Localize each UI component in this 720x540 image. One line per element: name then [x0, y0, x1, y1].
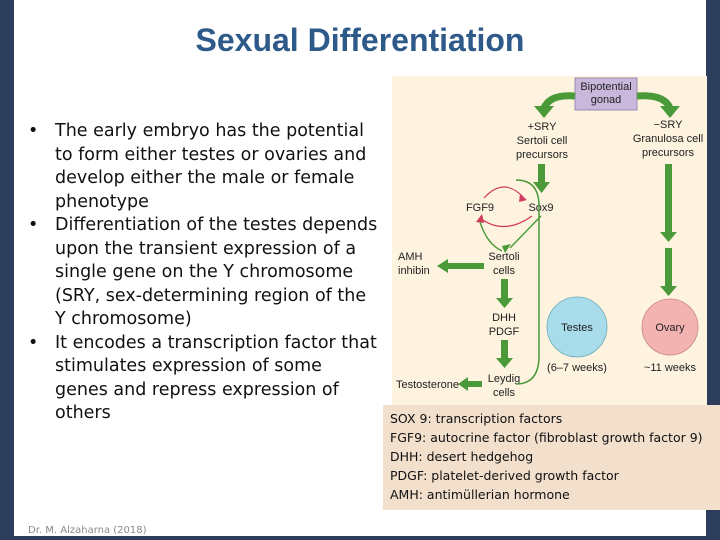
- ovary-weeks-label: ~11 weeks: [644, 362, 697, 374]
- ovary-label: Ovary: [655, 322, 685, 334]
- legend-item: AMH: antimüllerian hormone: [390, 487, 570, 502]
- arrow-to-sertoli-cells: [509, 215, 542, 249]
- legend-item: PDGF: platelet-derived growth factor: [390, 468, 619, 483]
- bullet-item: It encodes a transcription factor that s…: [28, 332, 378, 426]
- legend-item: SOX 9: transcription factors: [390, 411, 563, 426]
- arrow-head: [660, 286, 677, 296]
- amh-label: AMH: [398, 251, 423, 263]
- granulosa-precursors-label: precursors: [642, 147, 694, 159]
- diagram-svg: Bipotential gonad +SRY Sertoli cell prec…: [396, 77, 703, 399]
- sertoli-cells-label: Sertoli: [488, 251, 519, 263]
- fgf9-sox9-loop-arrow: [483, 186, 525, 199]
- arrow-shaft: [466, 381, 482, 387]
- arrow-to-granulosa-precursors: [636, 92, 674, 110]
- arrow-head: [502, 244, 511, 253]
- arrow-head: [660, 106, 680, 118]
- arrow-head: [534, 106, 554, 118]
- arrow-head: [533, 182, 550, 193]
- arrow-shaft: [538, 164, 545, 184]
- leydig-cells-label: cells: [493, 387, 516, 399]
- arrow-shaft: [501, 340, 508, 360]
- testes-bracket: [515, 179, 540, 385]
- legend-item: FGF9: autocrine factor (fibroblast growt…: [390, 430, 703, 445]
- bipotential-gonad-label: gonad: [591, 94, 622, 106]
- slide-title: Sexual Differentiation: [195, 22, 525, 58]
- arrow-to-sertoli-cells: [479, 221, 503, 252]
- dhh-label: DHH: [492, 312, 516, 324]
- legend-item: DHH: desert hedgehog: [390, 449, 534, 464]
- testes-weeks-label: (6–7 weeks): [547, 362, 607, 374]
- arrow-to-sertoli-precursors: [540, 92, 576, 110]
- arrow-head: [496, 358, 513, 368]
- arrow-shaft: [665, 248, 672, 288]
- pdgf-label: PDGF: [489, 326, 520, 338]
- footer-credit: Dr. M. Alzaharna (2018): [28, 525, 147, 536]
- arrow-shaft: [501, 279, 508, 301]
- slide-frame-left: [0, 0, 14, 540]
- testes-circle: [546, 296, 608, 358]
- arrow-head: [519, 194, 527, 202]
- bullet-item: Differentiation of the testes depends up…: [28, 214, 378, 332]
- bipotential-gonad-label: Bipotential: [580, 81, 631, 93]
- inhibin-label: inhibin: [398, 265, 430, 277]
- sex-differentiation-diagram: Bipotential gonad +SRY Sertoli cell prec…: [392, 76, 707, 406]
- arrow-head: [458, 377, 468, 391]
- arrow-head: [437, 259, 448, 273]
- fgf9-label: FGF9: [466, 202, 494, 214]
- arrow-head: [496, 298, 513, 308]
- arrow-head: [660, 232, 677, 242]
- arrow-shaft: [665, 164, 672, 234]
- arrow-shaft: [446, 263, 484, 269]
- leydig-cells-label: Leydig: [488, 373, 520, 385]
- sox9-label: Sox9: [528, 202, 553, 214]
- testes-label: Testes: [561, 322, 593, 334]
- minus-sry-label: −SRY: [654, 119, 684, 131]
- sox9-fgf9-loop-arrow: [479, 215, 533, 228]
- sertoli-precursors-label: Sertoli cell: [517, 135, 568, 147]
- abbreviation-legend: SOX 9: transcription factors FGF9: autoc…: [383, 405, 720, 510]
- testosterone-label: Testosterone: [396, 379, 459, 391]
- slide-frame-bottom: [0, 536, 720, 540]
- arrow-head: [476, 214, 484, 223]
- plus-sry-label: +SRY: [528, 121, 558, 133]
- bullet-list: The early embryo has the potential to fo…: [28, 120, 378, 426]
- granulosa-precursors-label: Granulosa cell: [633, 133, 703, 145]
- sertoli-cells-label: cells: [493, 265, 516, 277]
- ovary-circle: [641, 298, 699, 356]
- sertoli-precursors-label: precursors: [516, 149, 568, 161]
- bullet-item: The early embryo has the potential to fo…: [28, 120, 378, 214]
